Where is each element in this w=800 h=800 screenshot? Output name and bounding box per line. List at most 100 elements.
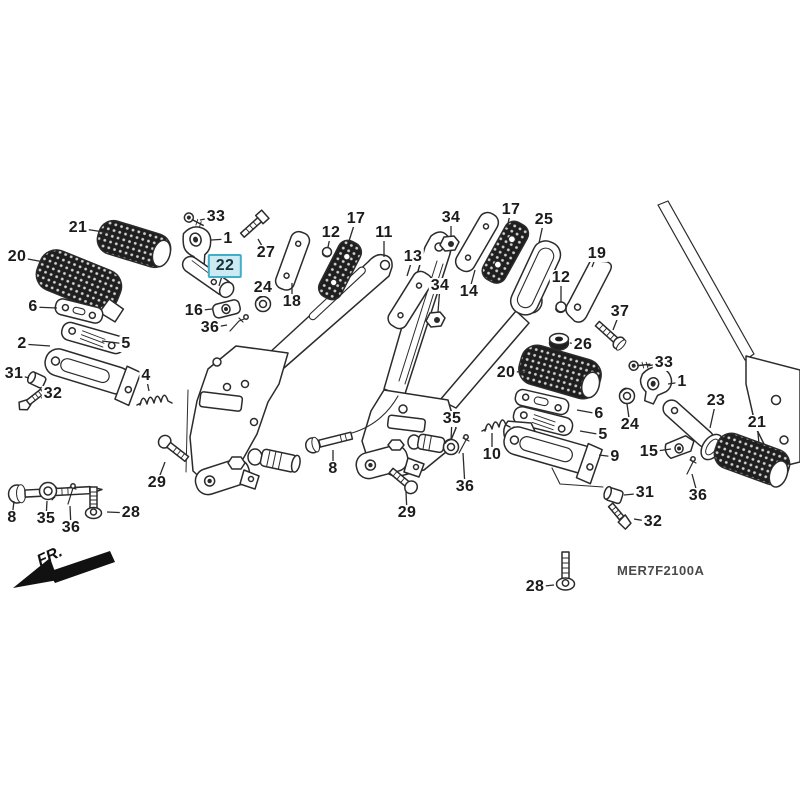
callout-part-4[interactable]: 4 (139, 367, 153, 384)
callout-part-12[interactable]: 12 (549, 269, 573, 286)
callout-part-26[interactable]: 26 (571, 336, 595, 353)
part-right-step-hanger (351, 231, 543, 480)
part-pin-36-right (686, 456, 697, 475)
part-nut-34-top (439, 235, 460, 252)
callout-part-23[interactable]: 23 (704, 392, 728, 409)
part-cap-31-left (26, 371, 47, 389)
callout-part-32[interactable]: 32 (41, 385, 65, 402)
callout-part-36[interactable]: 36 (198, 319, 222, 336)
part-plate-15 (664, 435, 695, 460)
callout-part-18[interactable]: 18 (280, 293, 304, 310)
part-nut-34-mid (425, 311, 446, 328)
part-bolt-33-left (183, 212, 204, 228)
callout-part-35[interactable]: 35 (440, 410, 464, 427)
callout-part-11[interactable]: 11 (373, 224, 395, 241)
part-bolt-32-right (607, 502, 632, 530)
part-plate-18 (274, 230, 311, 291)
part-rubber-17-right (481, 220, 530, 284)
callout-part-28[interactable]: 28 (523, 578, 547, 595)
diagram-code: MER7F2100A (617, 563, 705, 578)
callout-part-8[interactable]: 8 (326, 460, 340, 477)
part-bolt-29-right (388, 467, 419, 495)
part-plate-6-right (514, 388, 570, 416)
callout-part-33[interactable]: 33 (652, 354, 676, 371)
callout-part-15[interactable]: 15 (637, 443, 661, 460)
callout-part-25[interactable]: 25 (532, 211, 556, 228)
callout-part-31[interactable]: 31 (633, 484, 657, 501)
part-bracket-25 (509, 240, 562, 316)
part-footpeg-rubber-20-right (518, 344, 602, 400)
part-footpeg-rubber-21-left (96, 219, 172, 269)
part-bolt-29-left (157, 434, 190, 463)
callout-part-29[interactable]: 29 (395, 504, 419, 521)
part-joint-1-left (182, 226, 212, 266)
callout-part-36[interactable]: 36 (453, 478, 477, 495)
part-plate-6-left (54, 298, 104, 324)
callout-part-34[interactable]: 34 (428, 277, 452, 294)
part-left-step-hanger (185, 253, 393, 496)
callout-part-27[interactable]: 27 (254, 244, 278, 261)
callout-part-9[interactable]: 9 (608, 448, 622, 465)
part-footpeg-rubber-21-right (713, 432, 791, 488)
part-pin-36-bottom (67, 483, 77, 505)
callout-part-24[interactable]: 24 (251, 279, 275, 296)
callout-part-13[interactable]: 13 (401, 248, 425, 265)
callout-part-35[interactable]: 35 (34, 510, 58, 527)
callout-part-1[interactable]: 1 (675, 373, 689, 390)
part-rubber-17-left (317, 239, 363, 301)
part-pin-36-left (229, 314, 249, 332)
part-footpeg-bar-2-left (44, 348, 142, 407)
callout-part-17[interactable]: 17 (499, 201, 523, 218)
callout-part-1[interactable]: 1 (221, 230, 235, 247)
callout-part-16[interactable]: 16 (182, 302, 206, 319)
callout-part-12[interactable]: 12 (319, 224, 343, 241)
callout-part-6[interactable]: 6 (26, 298, 40, 315)
callout-part-29[interactable]: 29 (145, 474, 169, 491)
callout-part-37[interactable]: 37 (608, 303, 632, 320)
callout-part-20[interactable]: 20 (494, 364, 518, 381)
callout-part-31[interactable]: 31 (2, 365, 26, 382)
callout-part-5[interactable]: 5 (119, 335, 133, 352)
part-plate-14 (454, 211, 500, 273)
callout-part-36[interactable]: 36 (59, 519, 83, 536)
callout-part-6[interactable]: 6 (592, 405, 606, 422)
highlighted-callout-part-22[interactable]: 22 (207, 254, 243, 278)
part-washer-24-left (254, 295, 272, 313)
part-bolt-28-right (555, 551, 576, 591)
callout-part-19[interactable]: 19 (585, 245, 609, 262)
part-collar-26 (548, 332, 570, 351)
callout-part-24[interactable]: 24 (618, 416, 642, 433)
part-bolt-33-right (628, 360, 651, 371)
part-washer-24-right (618, 387, 636, 405)
part-ball-12-left (321, 246, 333, 258)
callout-part-34[interactable]: 34 (439, 209, 463, 226)
part-spring-4 (136, 394, 173, 406)
callout-part-32[interactable]: 32 (641, 513, 665, 530)
part-plate-5-left (60, 321, 126, 355)
callout-part-21[interactable]: 21 (745, 414, 769, 431)
part-spring-10 (481, 419, 511, 432)
callout-part-10[interactable]: 10 (480, 446, 504, 463)
part-bolt-28-bottom (84, 486, 103, 520)
callout-part-33[interactable]: 33 (204, 208, 228, 225)
part-nut-35-bottom (38, 481, 58, 501)
part-plate-13 (387, 270, 433, 330)
callout-part-21[interactable]: 21 (66, 219, 90, 236)
callout-part-17[interactable]: 17 (344, 210, 368, 227)
callout-part-36[interactable]: 36 (686, 487, 710, 504)
part-footpeg-bar-9 (503, 426, 603, 485)
callout-part-28[interactable]: 28 (119, 504, 143, 521)
callout-part-20[interactable]: 20 (5, 248, 29, 265)
part-pin-36-middle (458, 434, 470, 454)
callout-part-2[interactable]: 2 (15, 335, 29, 352)
part-bolt-8-middle (304, 431, 354, 454)
part-cap-31-right (551, 467, 624, 505)
callout-part-8[interactable]: 8 (5, 509, 19, 526)
callout-part-5[interactable]: 5 (596, 426, 610, 443)
part-plate-5-right (512, 405, 574, 437)
part-bolt-37 (594, 320, 627, 351)
callout-part-14[interactable]: 14 (457, 283, 481, 300)
part-far-right-hanger-partial (657, 200, 800, 469)
